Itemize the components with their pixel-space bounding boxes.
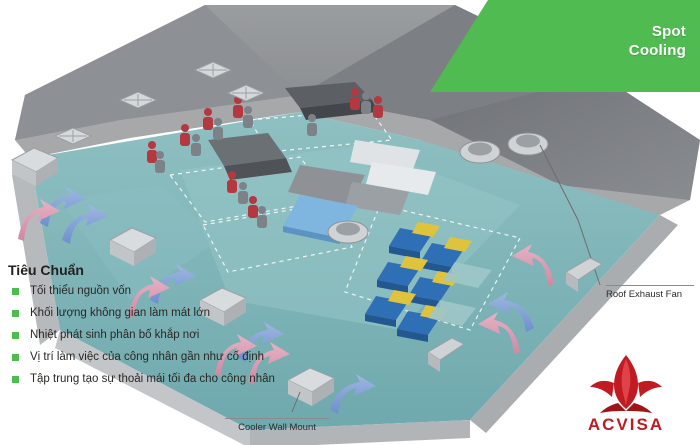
banner-title-line1: Spot — [651, 23, 686, 40]
worker-figures — [147, 88, 383, 228]
legend-item-label: Tối thiểu nguồn vốn — [30, 285, 132, 297]
legend-item-label: Vị trí làm việc của công nhân gần như cố… — [30, 351, 265, 363]
legend-item-label: Khối lượng không gian làm mát lớn — [30, 307, 211, 319]
callout-label: Roof Exhaust Fan — [606, 285, 694, 300]
spot-cooling-banner: Spot Cooling — [430, 0, 700, 92]
callout-label: Cooler Wall Mount — [225, 418, 329, 433]
bullet-icon — [12, 288, 19, 295]
legend-list: Tối thiểu nguồn vốn Khối lượng không gia… — [4, 285, 304, 386]
airflow-arrow-supply — [40, 187, 534, 414]
bullet-icon — [12, 354, 19, 361]
bird-icon — [590, 355, 662, 413]
banner-title-line2: Cooling — [628, 42, 686, 59]
legend-item: Nhiệt phát sinh phân bố khắp nơi — [10, 329, 304, 342]
callout-cooler-wall-mount: Cooler Wall Mount — [222, 418, 332, 433]
legend-item-label: Nhiệt phát sinh phân bố khắp nơi — [30, 329, 200, 341]
ceiling-fan — [53, 61, 266, 145]
building-walls — [12, 158, 678, 445]
bullet-icon — [12, 376, 19, 383]
logo-wordmark: ACVISA — [587, 415, 665, 434]
airflow-arrow-exhaust — [18, 199, 554, 384]
roof-exhaust-fan — [327, 132, 601, 286]
legend-item: Tập trung tạo sự thoải mái tối đa cho cô… — [10, 373, 304, 386]
acvisa-logo: ACVISA — [566, 353, 686, 437]
legend-item: Khối lượng không gian làm mát lớn — [10, 307, 304, 320]
bullet-icon — [12, 310, 19, 317]
workstation-cluster-right — [365, 222, 492, 342]
legend-item: Vị trí làm việc của công nhân gần như cố… — [10, 351, 304, 364]
legend-panel: Tiêu Chuẩn Tối thiểu nguồn vốn Khối lượn… — [4, 262, 304, 395]
legend-item: Tối thiểu nguồn vốn — [10, 285, 304, 298]
legend-title: Tiêu Chuẩn — [8, 262, 84, 278]
callout-roof-exhaust-fan: Roof Exhaust Fan — [606, 285, 698, 300]
bullet-icon — [12, 332, 19, 339]
legend-item-label: Tập trung tạo sự thoải mái tối đa cho cô… — [30, 373, 275, 385]
cooler-wall-mount — [10, 147, 603, 413]
banner-title: Spot Cooling — [629, 22, 686, 60]
